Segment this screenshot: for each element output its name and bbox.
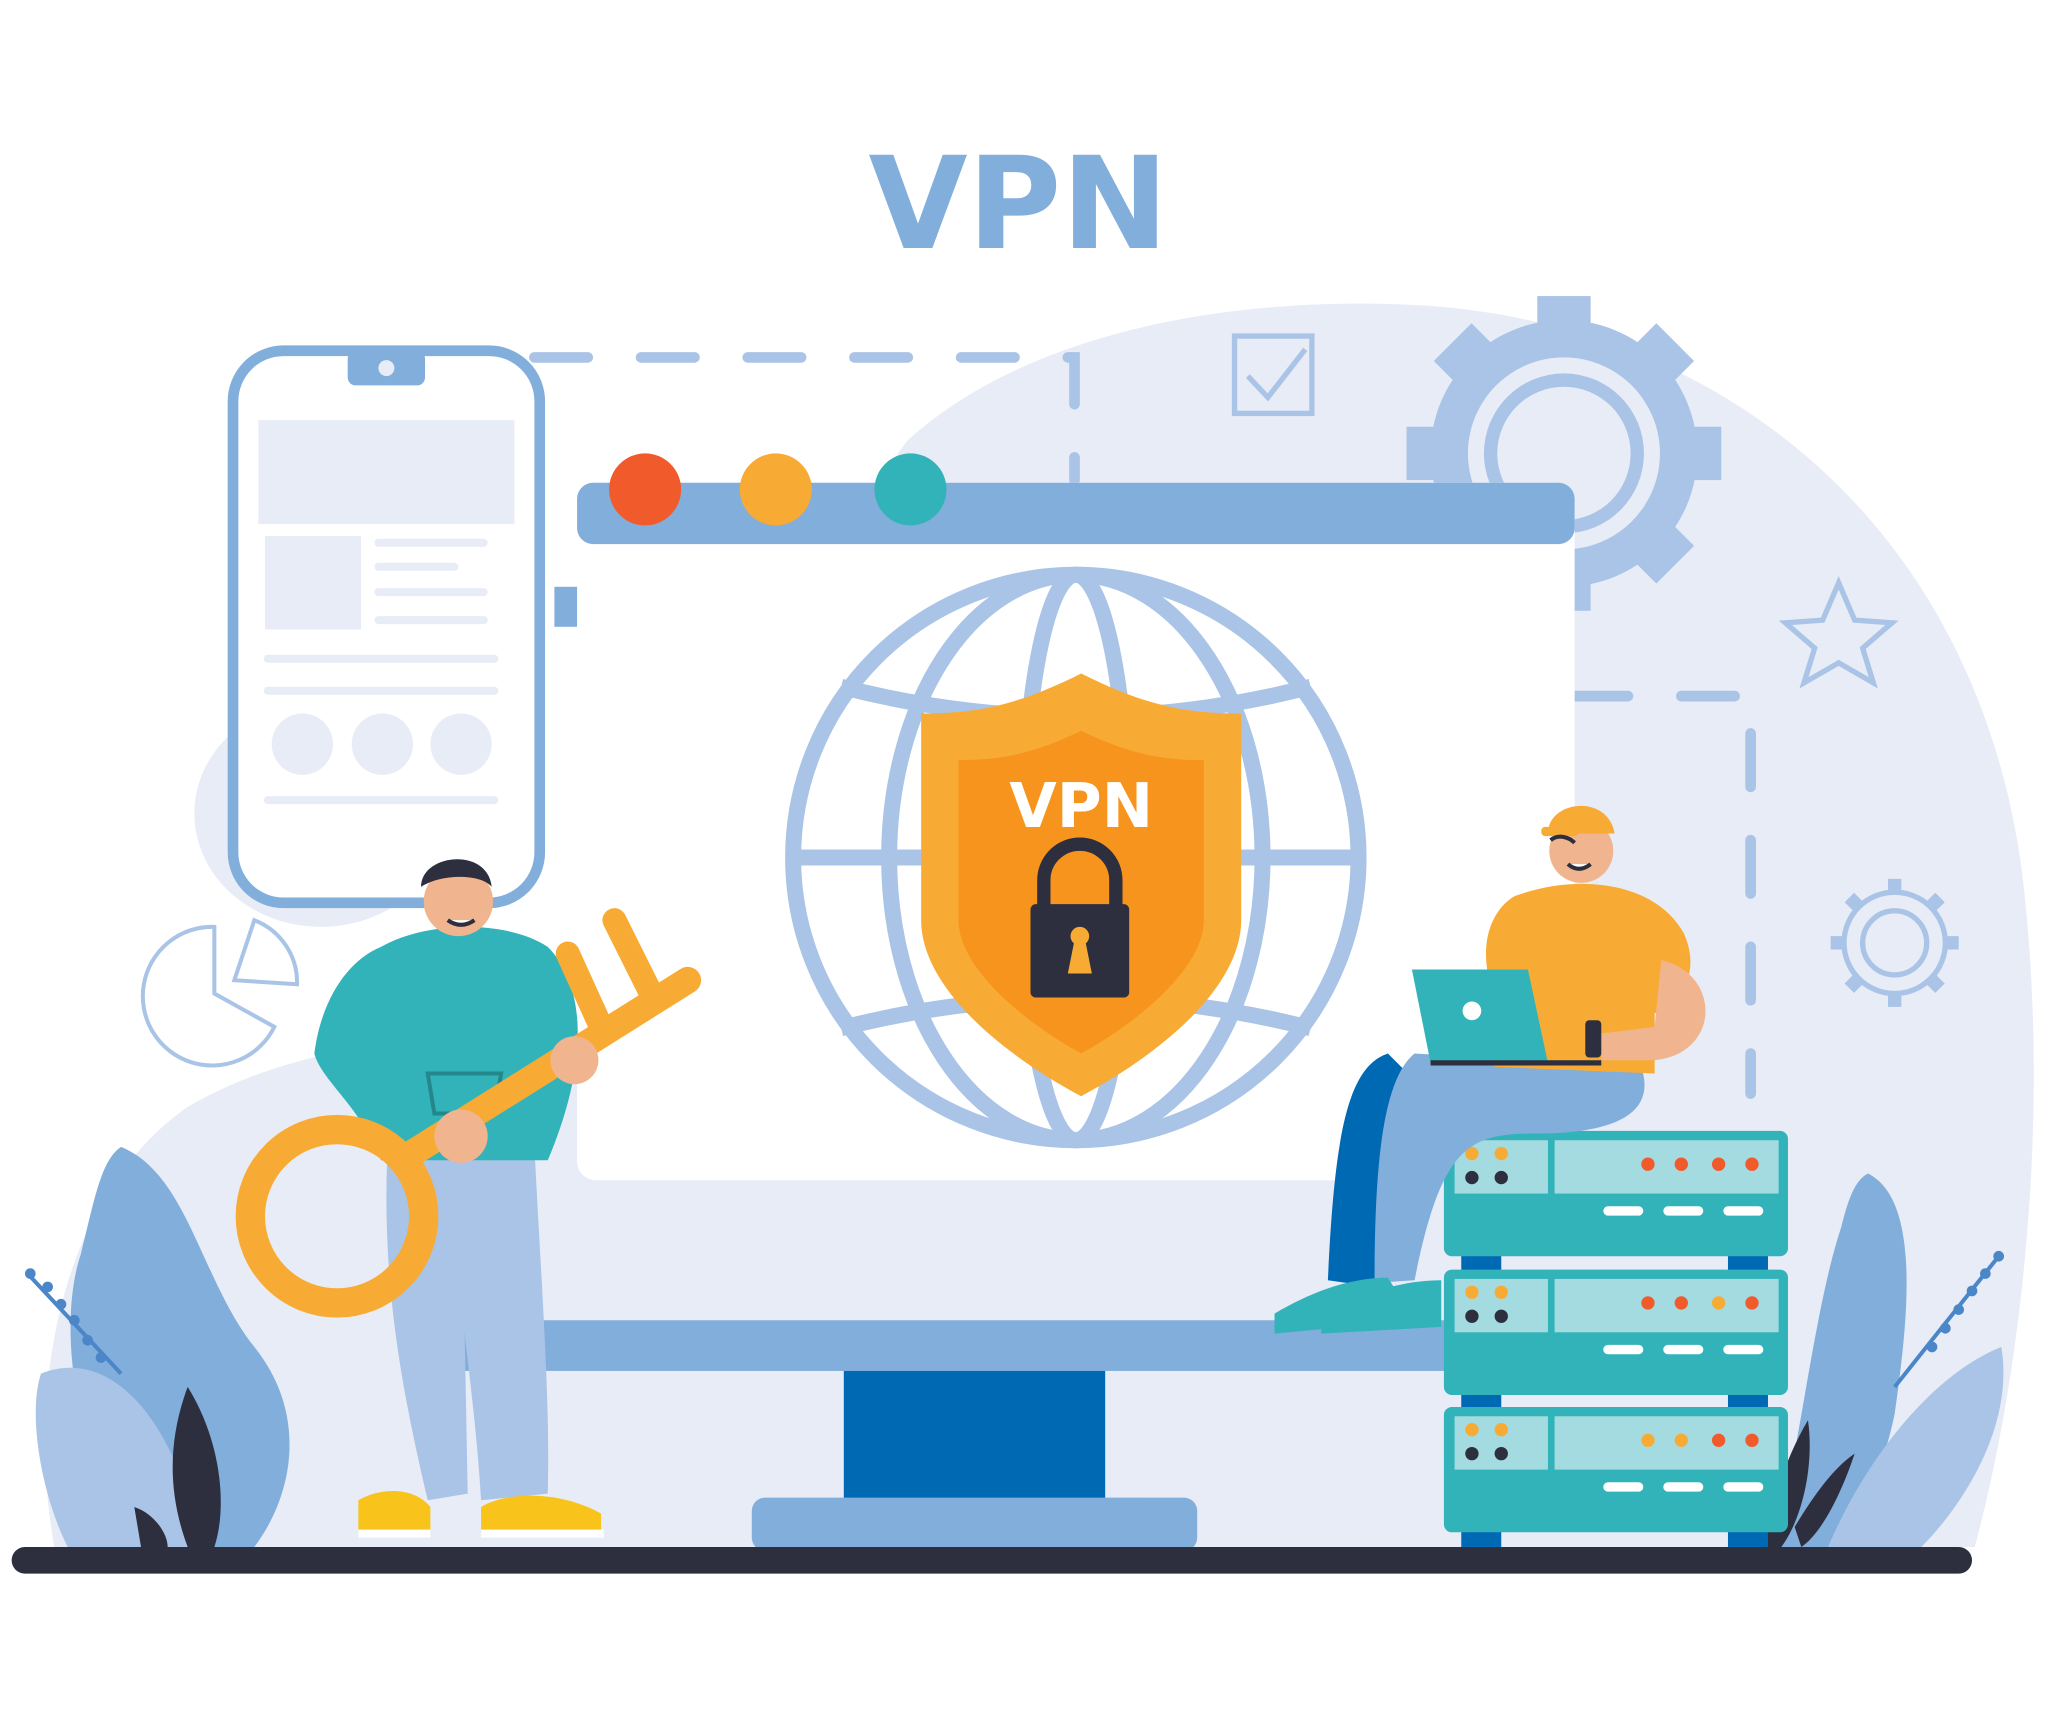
monitor-stand-base — [751, 1497, 1198, 1551]
dashed-connectors — [529, 352, 1756, 1099]
window-dot-yellow — [739, 453, 812, 526]
person-holding-key — [235, 859, 702, 1538]
ground-line — [11, 1546, 1973, 1574]
small-gear-icon — [1830, 878, 1959, 1007]
shield-label: VPN — [1009, 771, 1153, 842]
plant-right — [1761, 1173, 2005, 1547]
window-dot-teal — [874, 453, 947, 526]
server-unit — [1443, 1130, 1788, 1257]
checkbox-icon — [1231, 333, 1315, 417]
plant-left — [24, 1146, 290, 1547]
server-unit — [1443, 1269, 1788, 1395]
phone-mockup — [227, 345, 582, 909]
server-unit — [1443, 1406, 1788, 1533]
monitor-stand-neck — [843, 1370, 1106, 1501]
window-dot-red — [609, 453, 682, 526]
server-rack — [1443, 1130, 1788, 1547]
lock-icon — [1030, 837, 1130, 998]
star-icon — [1778, 576, 1899, 689]
page-title: VPN — [868, 130, 1168, 279]
person-seated-with-laptop — [1274, 805, 1706, 1334]
pie-chart-icon — [140, 917, 300, 1068]
vpn-shield: VPN — [921, 673, 1242, 1097]
